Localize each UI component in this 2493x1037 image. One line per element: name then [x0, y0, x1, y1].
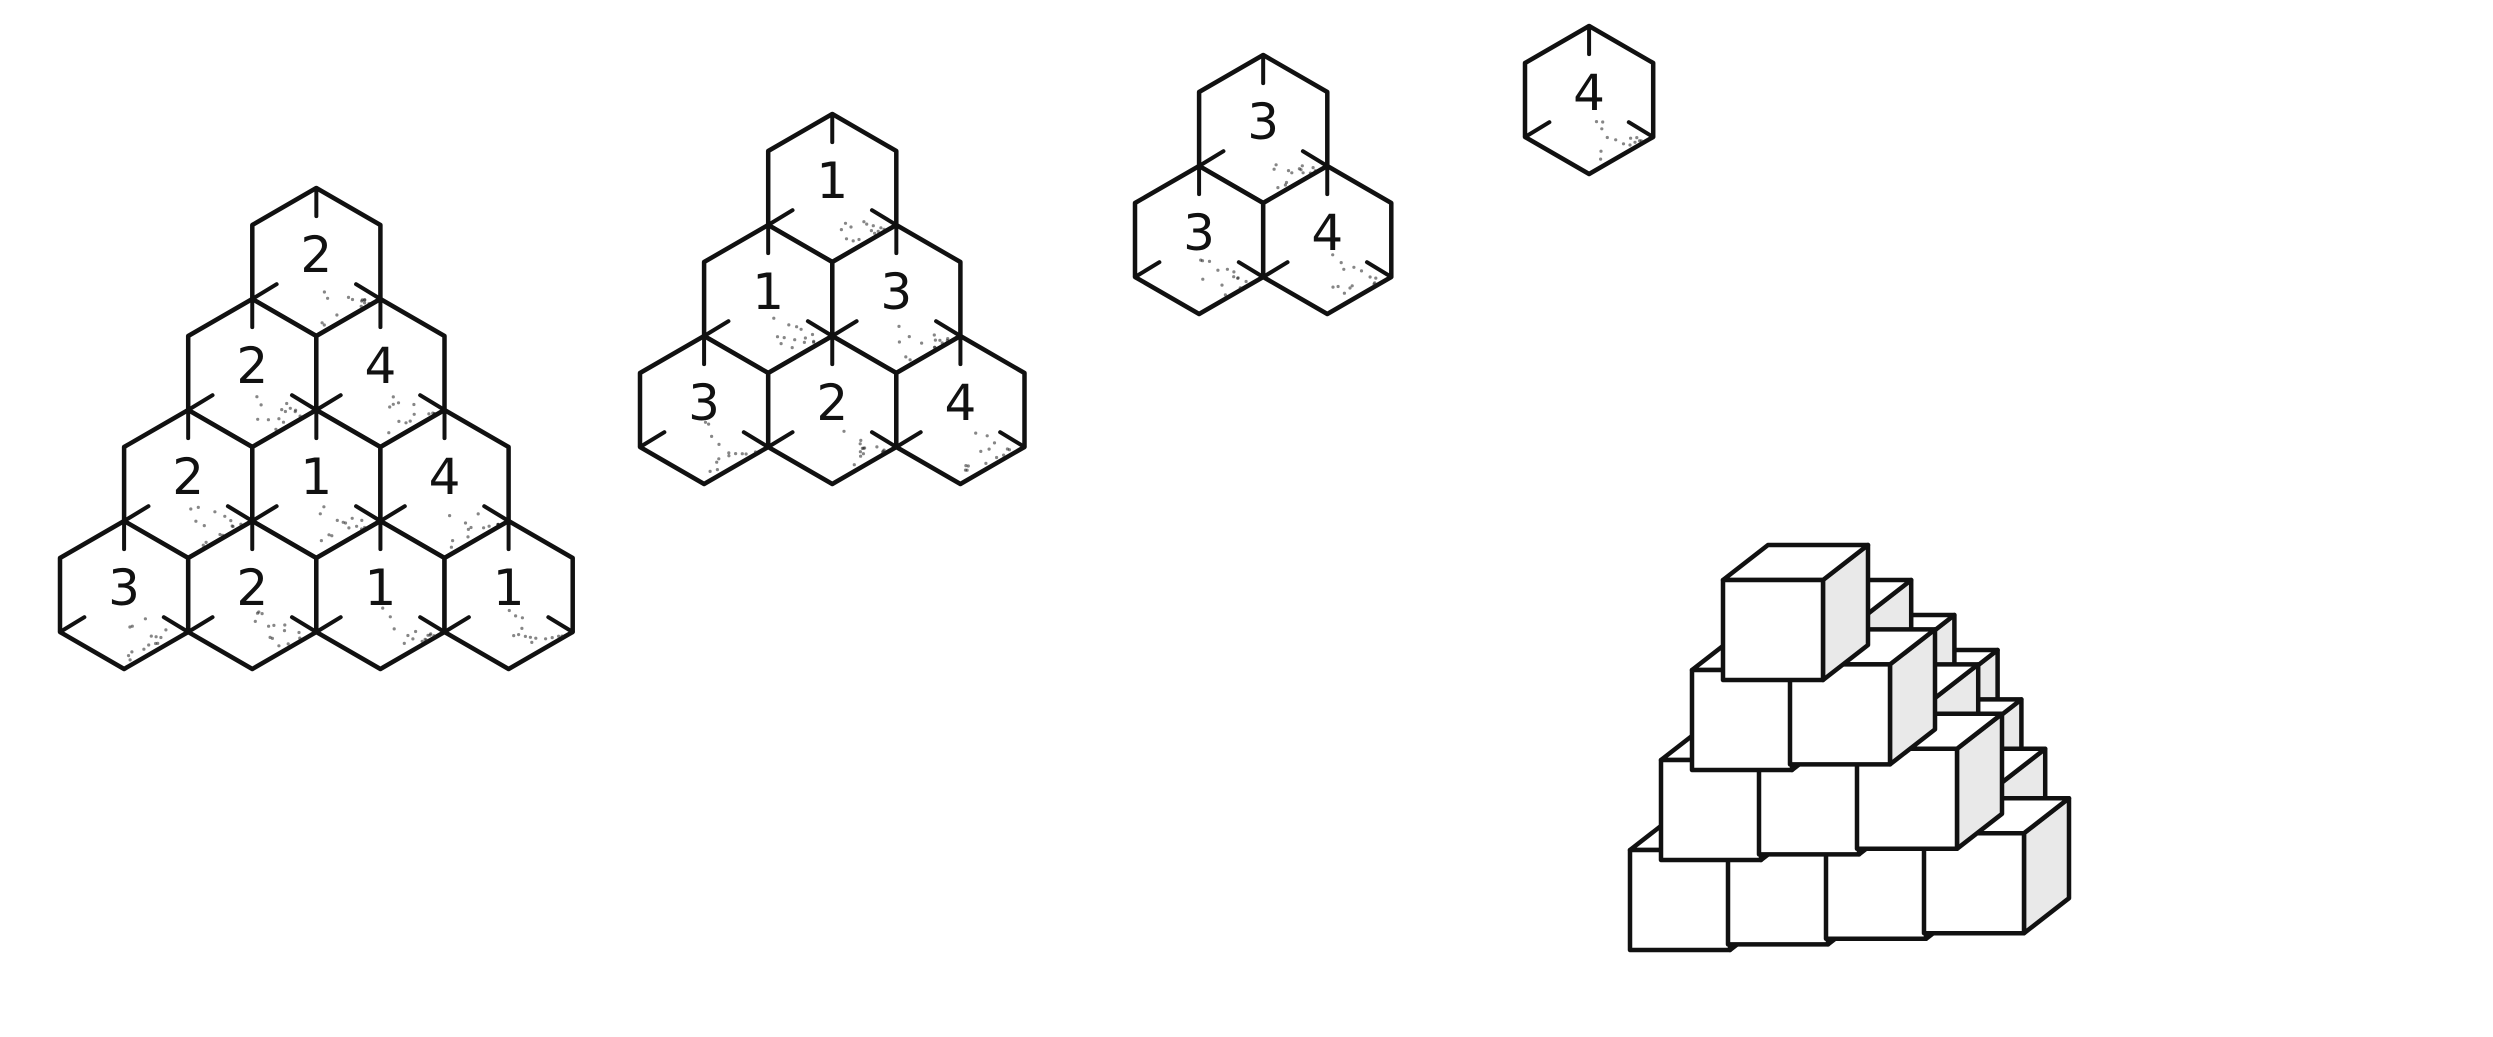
cube-number-label: 1 [365, 559, 397, 617]
cube-number-label: 3 [1183, 204, 1215, 262]
cube-front-face [1630, 850, 1730, 950]
cube-number-label: 4 [945, 374, 977, 432]
stack-layer-1x1: 4 [1525, 26, 1653, 174]
cube-number-label: 3 [1247, 93, 1279, 151]
cube-number-label: 4 [365, 337, 397, 395]
cube-number-label: 4 [429, 448, 461, 506]
cube-number-label: 2 [236, 559, 268, 617]
cube-number-label: 2 [172, 448, 204, 506]
cube-number-label: 2 [236, 337, 268, 395]
cube-number-label: 4 [1311, 204, 1343, 262]
stack-layer-2x2: 334 [1135, 55, 1391, 314]
cube-number-label: 1 [816, 152, 848, 210]
cube-number-label: 1 [300, 448, 332, 506]
cube-front-face [1723, 580, 1823, 680]
assembled-cube [1723, 545, 1868, 680]
cube-front-face [1692, 670, 1792, 770]
stack-layer-3x3: 113324 [640, 114, 1025, 484]
assembled-cube-pyramid [1630, 545, 2069, 950]
cube-number-label: 1 [493, 559, 525, 617]
stack-layer-4x4: 2242143211 [60, 188, 573, 669]
cube-number-label: 2 [300, 226, 332, 284]
cube-front-face [1661, 760, 1761, 860]
cube-number-label: 4 [1573, 64, 1605, 122]
numbered-cube: 4 [1525, 26, 1653, 174]
cube-number-label: 3 [108, 559, 140, 617]
cube-number-label: 3 [880, 263, 912, 321]
cube-number-label: 1 [752, 263, 784, 321]
cube-number-label: 3 [688, 374, 720, 432]
cube-number-label: 2 [816, 374, 848, 432]
